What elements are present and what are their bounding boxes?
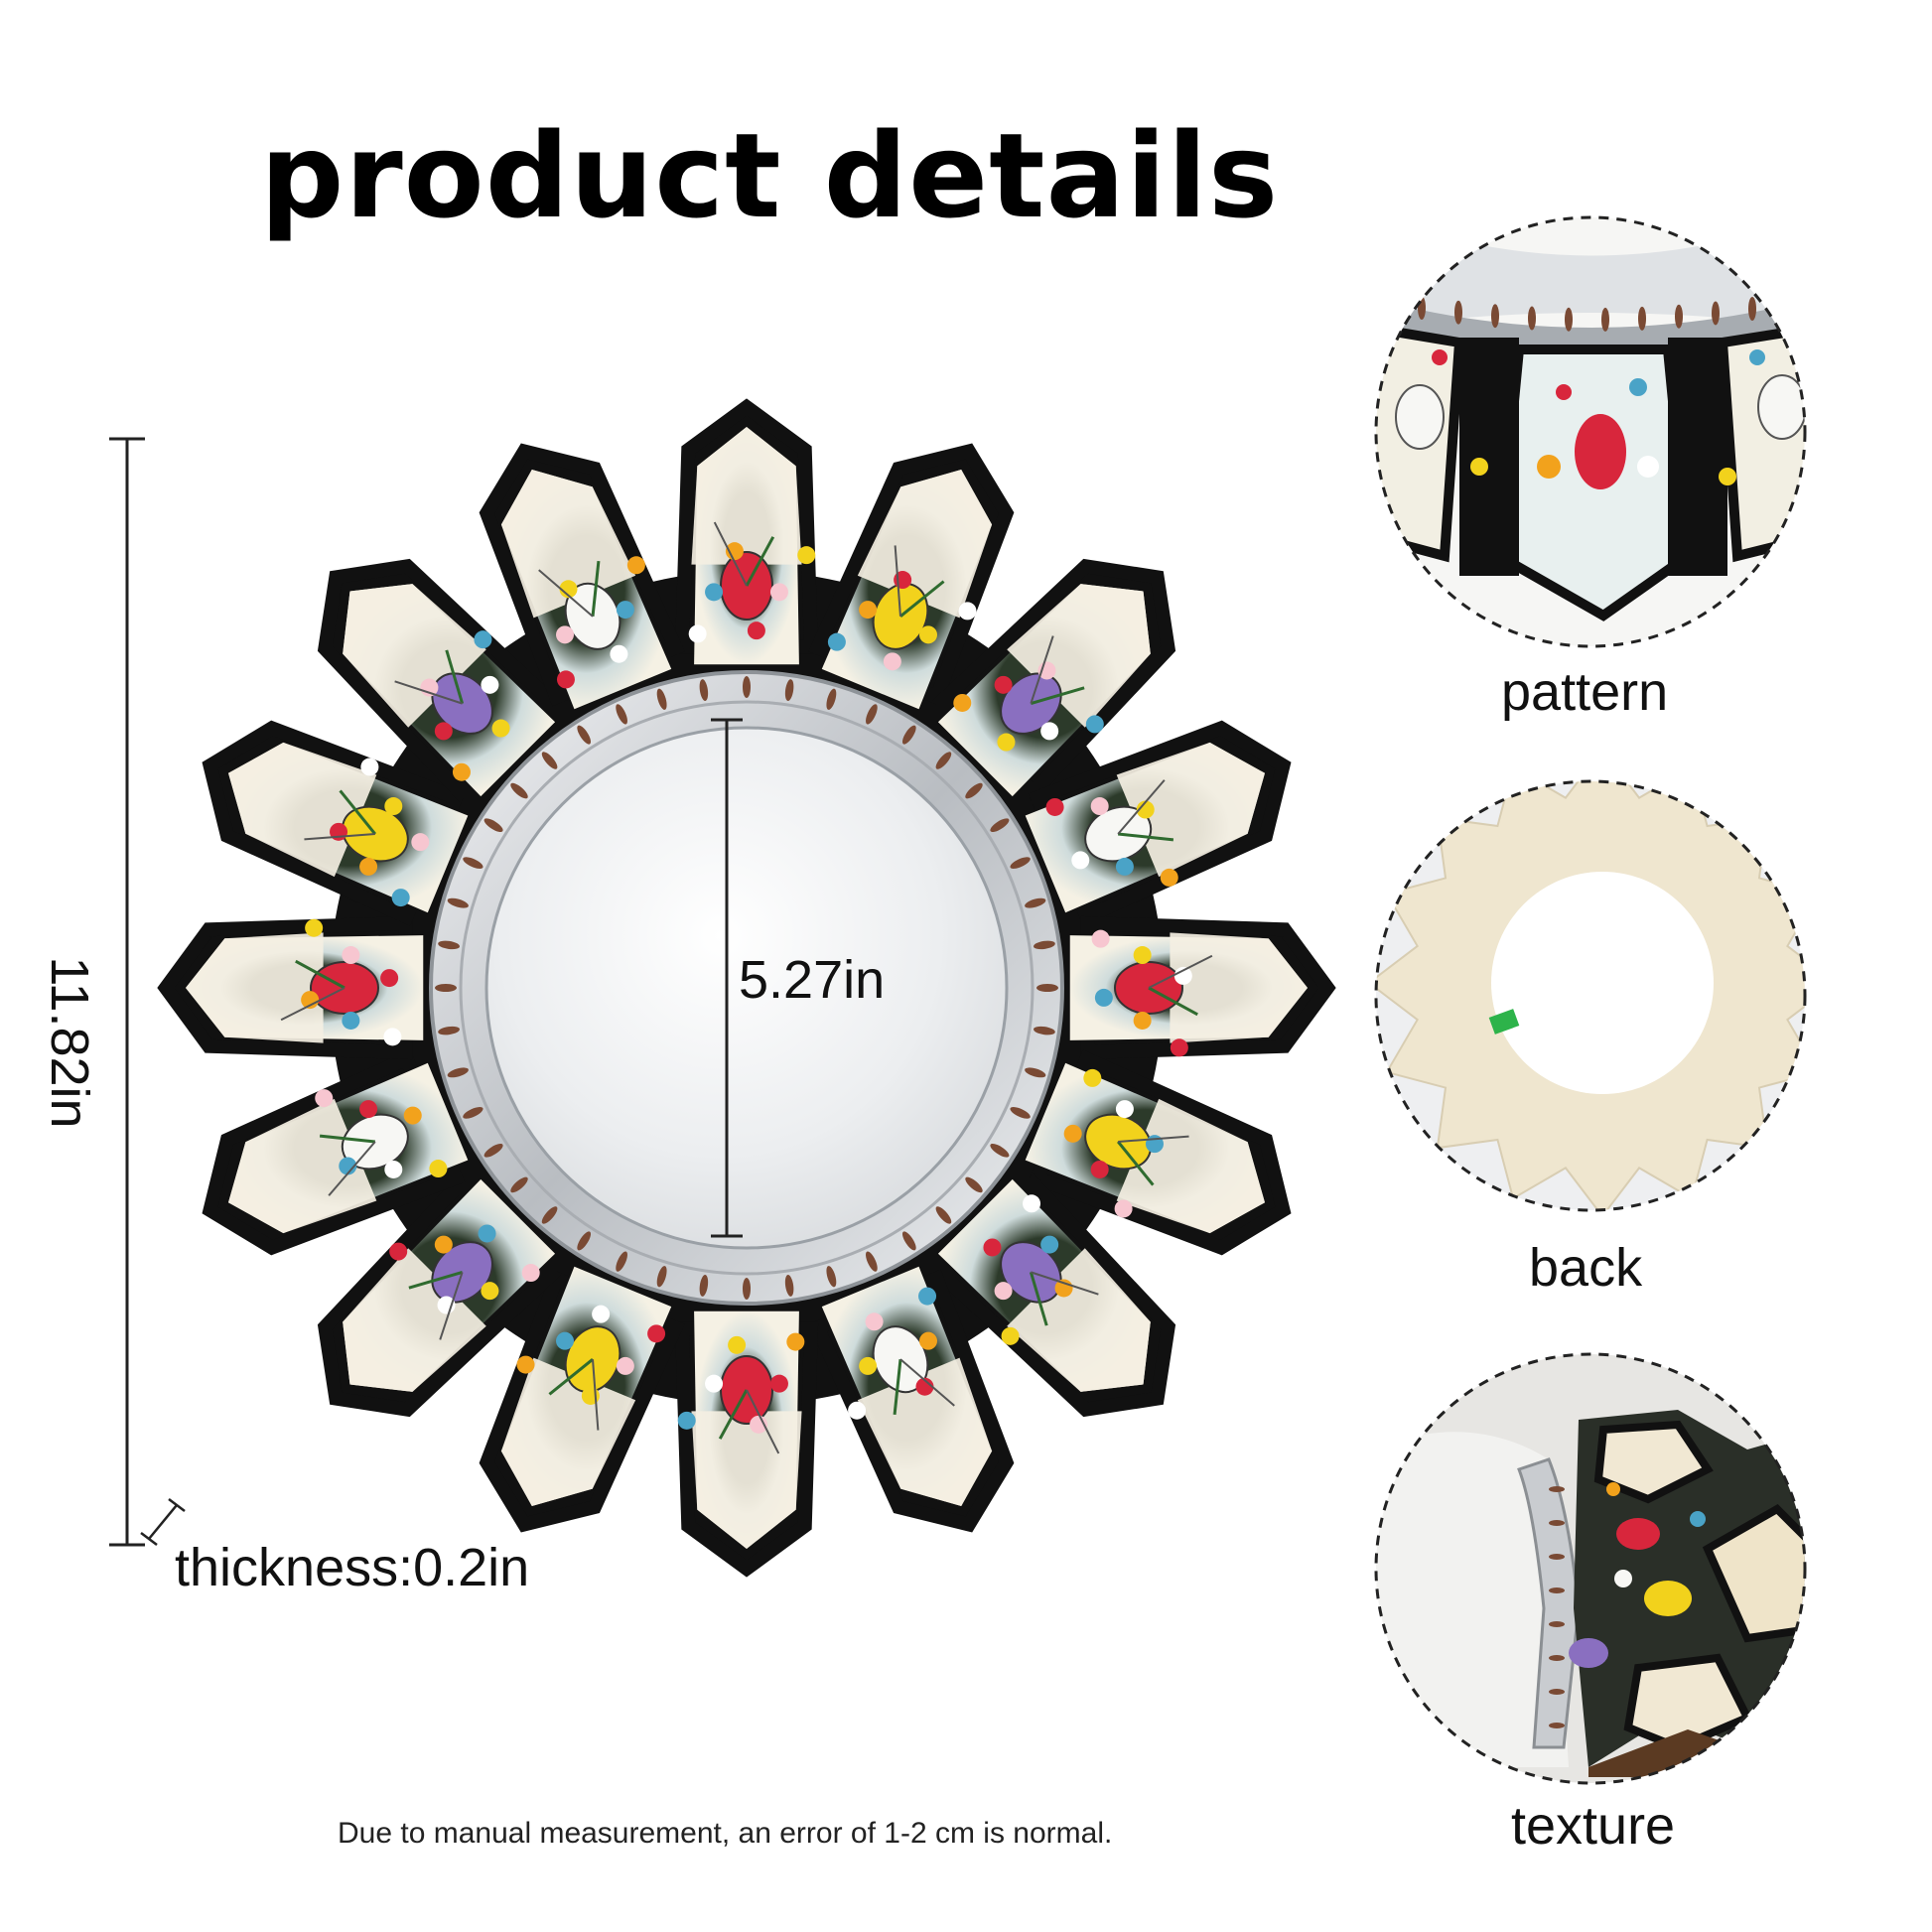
thickness-dimension-line [140, 1498, 186, 1546]
texture-caption: texture [1511, 1796, 1676, 1856]
page-title: product details [260, 107, 1280, 244]
height-dimension-line [109, 437, 145, 1547]
painted-flowers [280, 521, 1213, 1454]
rim-notches [435, 676, 1058, 1300]
mirror-glass [484, 726, 1009, 1250]
measurement-note: Due to manual measurement, an error of 1… [338, 1817, 1113, 1850]
height-label: 11.82in [40, 956, 99, 1129]
back-caption: back [1529, 1238, 1643, 1298]
diameter-dimension-line [711, 718, 743, 1238]
inner-diameter-label: 5.27in [739, 950, 886, 1010]
thickness-label: thickness:0.2in [175, 1538, 530, 1597]
pattern-caption: pattern [1501, 662, 1669, 722]
